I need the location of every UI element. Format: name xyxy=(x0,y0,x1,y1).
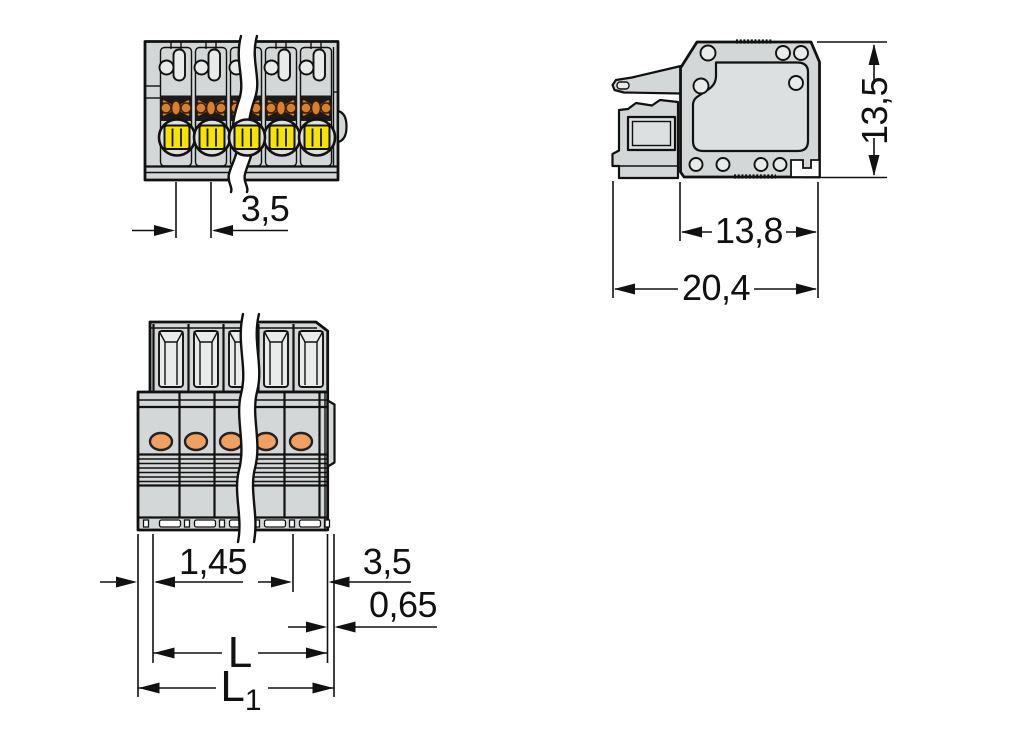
dimension-label-length-l: L xyxy=(228,628,252,677)
dimension-label-front-pitch: 3,5 xyxy=(241,188,290,229)
side-view xyxy=(611,39,821,180)
dimension-label-length-l1: L1 xyxy=(220,662,261,717)
dim-bottom-pitch-right: 3,5 xyxy=(258,534,412,663)
dimension-label-bottom-offset-left: 1,45 xyxy=(179,541,247,582)
dimension-label-side-depth-total: 20,4 xyxy=(682,267,750,308)
dim-side-depth-total: 20,4 xyxy=(612,181,817,308)
dim-side-depth-inner: 13,8 xyxy=(679,182,819,298)
side-latch-slot xyxy=(790,159,821,178)
front-latch-tab xyxy=(336,109,348,144)
dim-bottom-offset-left: 1,45 xyxy=(100,534,248,697)
bottom-housing xyxy=(136,390,330,532)
dim-bottom-latch: 0,65 xyxy=(288,534,438,697)
dim-front-pitch: 3,5 xyxy=(132,182,290,238)
dim-length-l1: L1 xyxy=(138,662,334,717)
bottom-ribbed-band xyxy=(138,453,327,487)
dim-length-l: L xyxy=(153,628,327,677)
dimension-label-side-depth-inner: 13,8 xyxy=(715,210,783,251)
side-recess xyxy=(691,61,810,153)
dimension-label-bottom-latch: 0,65 xyxy=(369,584,437,625)
front-view xyxy=(143,34,348,194)
length-l1-base: L xyxy=(220,662,244,711)
break-mark xyxy=(237,314,260,542)
bottom-view xyxy=(136,312,336,544)
dim-side-height: 13,5 xyxy=(804,41,895,179)
length-l1-subscript: 1 xyxy=(245,684,262,717)
bottom-latch-tab xyxy=(326,399,336,468)
dimension-label-side-height: 13,5 xyxy=(854,77,895,145)
dimension-label-bottom-pitch-right: 3,5 xyxy=(363,541,412,582)
